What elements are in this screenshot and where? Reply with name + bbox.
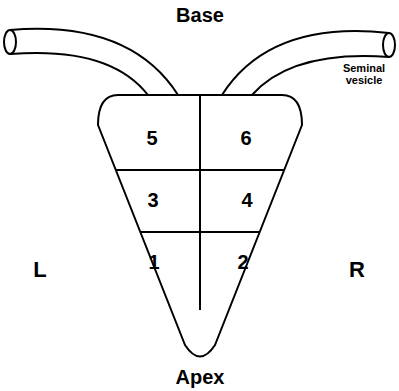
prostate-outline: [98, 95, 302, 357]
part-label: Seminal vesicle: [338, 62, 390, 86]
region-label: Base: [176, 4, 224, 26]
tube-end: [383, 33, 395, 57]
region-label: Apex: [176, 366, 225, 388]
division-line: [116, 169, 284, 171]
callout-number: 3: [147, 189, 158, 211]
callout-number: 5: [146, 127, 157, 149]
callout-number: 4: [241, 189, 252, 211]
callout-number: 6: [240, 127, 251, 149]
seminal-vesicle-tube: [10, 29, 178, 95]
seminal-vesicle-tube: [252, 56, 389, 95]
tube-end: [4, 30, 16, 54]
side-label: L: [33, 258, 46, 282]
seminal-vesicle-tube: [222, 31, 389, 95]
side-label: R: [349, 258, 365, 282]
division-line: [199, 95, 201, 310]
callout-number: 2: [237, 251, 248, 273]
seminal-vesicle-tube: [10, 53, 148, 95]
division-line: [140, 231, 260, 233]
callout-number: 1: [148, 251, 159, 273]
